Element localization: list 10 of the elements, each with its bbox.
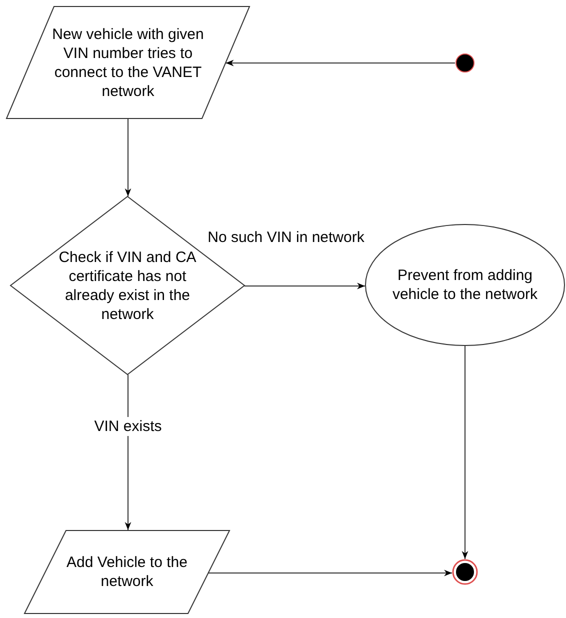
arrow <box>244 282 366 290</box>
arrow <box>462 346 468 560</box>
node-text: New vehicle with given VIN number tries to connect to the VANET network <box>51 24 205 100</box>
node-text: Add Vehicle to the network <box>66 553 188 591</box>
arrow <box>208 570 453 576</box>
node-text: Prevent from adding vehicle to the network <box>391 266 539 304</box>
arrow <box>225 60 456 66</box>
arrow <box>124 118 132 197</box>
arrow <box>124 374 132 530</box>
node-text: Check if VIN and CA certificate has not already exist in the network <box>58 248 198 324</box>
